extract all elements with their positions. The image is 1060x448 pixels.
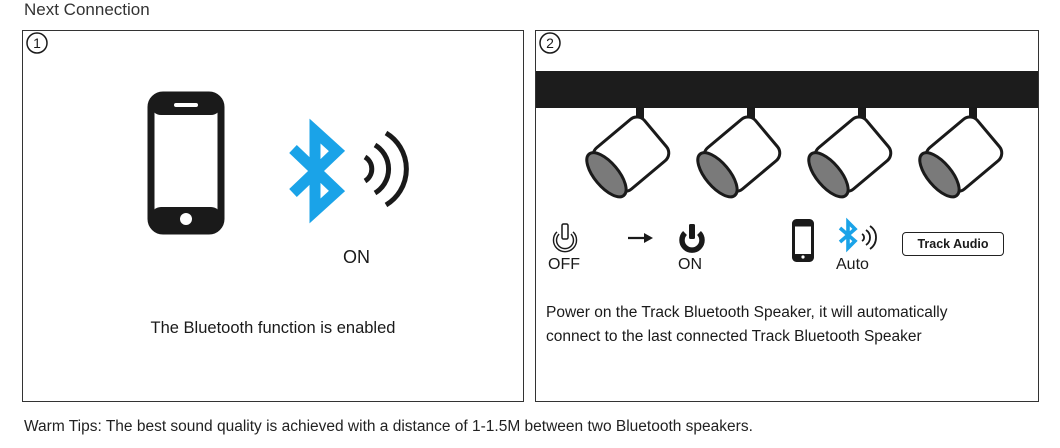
arrow-right-icon [628,233,653,243]
svg-text:1: 1 [33,35,41,51]
auto-connect-label: Auto [836,256,869,273]
track-audio-badge: Track Audio [902,232,1004,256]
track-spotlight-icon [696,107,782,199]
svg-text:2: 2 [546,35,554,51]
power-on-icon [679,224,705,253]
bluetooth-icon [289,118,346,224]
page-title: Next Connection [24,0,150,19]
step-1-caption: The Bluetooth function is enabled [150,319,396,337]
bluetooth-icon [838,217,858,253]
power-off-label: OFF [548,256,580,273]
step-2-panel: 2 OFF [535,30,1039,402]
step-number-badge: 2 [539,32,563,61]
warm-tips-text: Warm Tips: The best sound quality is ach… [24,418,753,435]
track-spotlight-icon [807,107,893,199]
bluetooth-status-label: ON [343,247,370,267]
power-on-label: ON [678,256,702,273]
step-1-panel: 1 ON The Bluetooth function is enabled [22,30,524,402]
track-spotlight-icon [918,107,1004,199]
power-off-icon [552,223,578,253]
smartphone-icon [792,219,814,262]
smartphone-icon [147,91,225,235]
sound-waves-icon [861,225,877,250]
step-circle-icon: 2 [539,32,561,54]
light-track-rail [536,71,1038,108]
step-circle-icon: 1 [26,32,48,54]
sound-waves-icon [363,130,409,208]
step-2-caption: Power on the Track Bluetooth Speaker, it… [546,304,948,345]
step-number-badge: 1 [26,32,50,61]
track-spotlight-icon [585,107,671,199]
